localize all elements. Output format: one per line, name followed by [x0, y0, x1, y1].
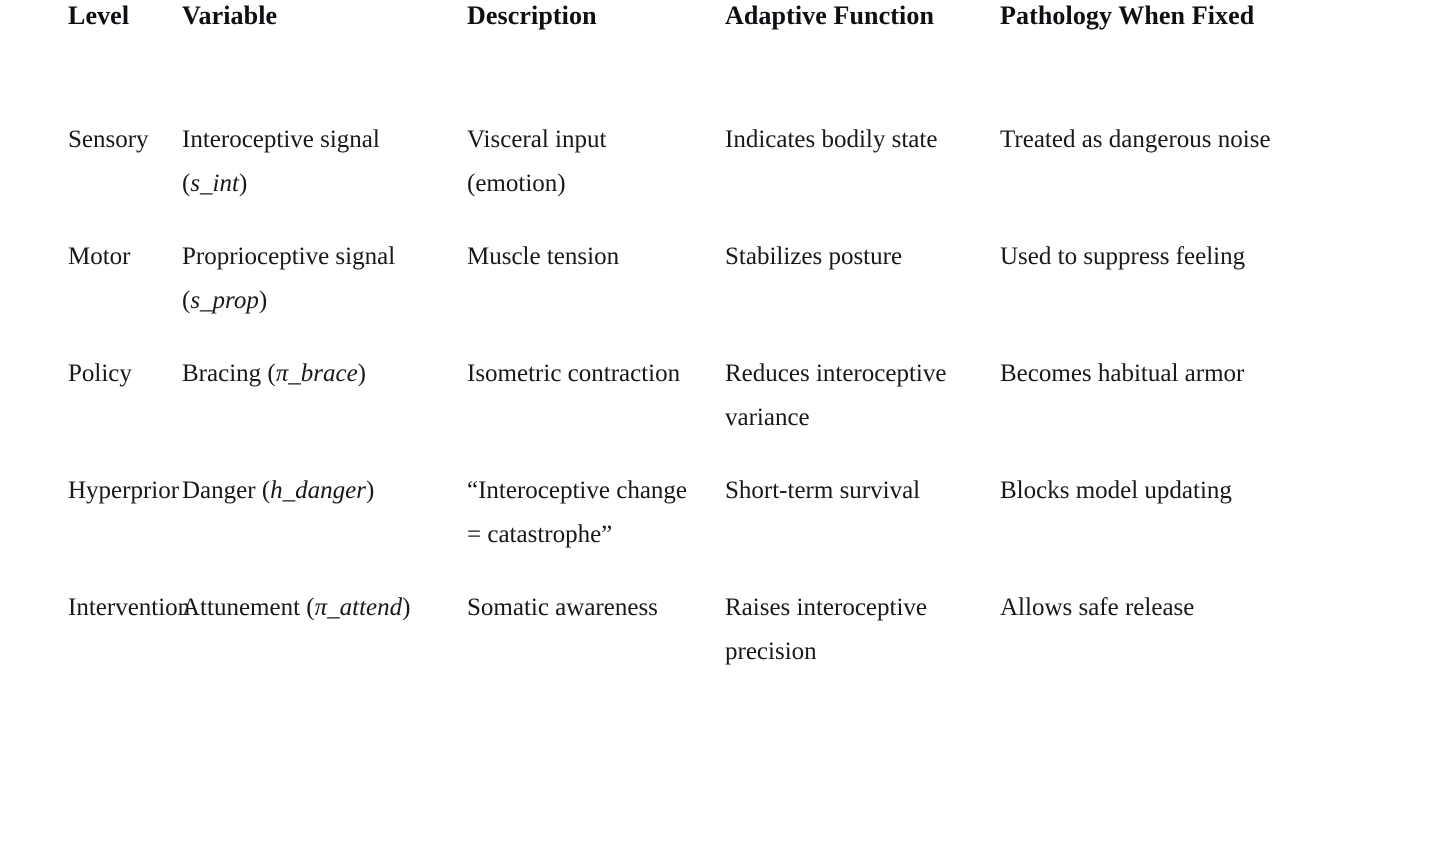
cell-adaptive-function: Stabilizes posture: [725, 243, 903, 270]
cell-adaptive-function: Short-term survival: [725, 477, 921, 504]
variable-name: Interoceptive signal: [182, 126, 380, 153]
cell-level: Sensory: [68, 126, 149, 153]
column-header-level: Level: [68, 1, 130, 30]
variable-symbol: π_attend: [314, 594, 403, 621]
cell-variable: Interoceptive signal (s_int): [182, 126, 380, 197]
table-row: Hyperprior Danger (h_danger) “Interocept…: [0, 469, 1456, 586]
cell-adaptive-function: Reduces interoceptive variance: [725, 360, 947, 431]
hierarchy-variable-table: Level Variable Description Adaptive Func…: [0, 0, 1456, 673]
cell-adaptive-function: Indicates bodily state: [725, 126, 938, 153]
column-header-adaptive-function: Adaptive Function: [725, 1, 935, 30]
table-row: Intervention Attunement (π_attend) Somat…: [0, 586, 1456, 673]
cell-level: Policy: [68, 360, 132, 387]
cell-level: Intervention: [68, 594, 191, 621]
cell-description: Visceral input (emotion): [467, 126, 607, 197]
table-header-row: Level Variable Description Adaptive Func…: [0, 0, 1456, 118]
cell-pathology: Treated as dangerous noise: [1000, 126, 1271, 153]
cell-level: Motor: [68, 243, 131, 270]
cell-description: Isometric contraction: [467, 360, 681, 387]
variable-symbol: s_prop: [190, 286, 259, 314]
column-header-variable: Variable: [182, 1, 278, 30]
cell-level: Hyperprior: [68, 477, 180, 504]
variable-symbol: h_danger: [270, 477, 366, 504]
table-row: Motor Proprioceptive signal (s_prop) Mus…: [0, 235, 1456, 352]
cell-adaptive-function: Raises interoceptive precision: [725, 594, 928, 665]
variable-name: Attunement: [182, 594, 301, 621]
variable-name: Proprioceptive signal: [182, 243, 396, 270]
cell-variable: Bracing (π_brace): [182, 360, 366, 387]
table-row: Sensory Interoceptive signal (s_int) Vis…: [0, 118, 1456, 235]
table-header: Level Variable Description Adaptive Func…: [0, 0, 1456, 118]
cell-variable: Attunement (π_attend): [182, 594, 411, 621]
table-row: Policy Bracing (π_brace) Isometric contr…: [0, 352, 1456, 469]
variable-name: Bracing: [182, 360, 262, 387]
variable-symbol: s_int: [190, 169, 239, 197]
cell-description: Somatic awareness: [467, 594, 658, 621]
cell-description: Muscle tension: [467, 243, 620, 270]
cell-pathology: Allows safe release: [1000, 594, 1195, 621]
variable-name: Danger: [182, 477, 256, 504]
cell-pathology: Used to suppress feeling: [1000, 243, 1246, 270]
cell-pathology: Blocks model updating: [1000, 477, 1232, 504]
cell-description: “Interoceptive change = catastrophe”: [467, 477, 688, 548]
column-header-description: Description: [467, 1, 597, 30]
variable-symbol: π_brace: [275, 360, 358, 387]
cell-pathology: Becomes habitual armor: [1000, 360, 1245, 387]
cell-variable: Danger (h_danger): [182, 477, 375, 504]
table-body: Sensory Interoceptive signal (s_int) Vis…: [0, 118, 1456, 673]
cell-variable: Proprioceptive signal (s_prop): [182, 243, 396, 314]
column-header-pathology-when-fixed: Pathology When Fixed: [1000, 1, 1255, 30]
